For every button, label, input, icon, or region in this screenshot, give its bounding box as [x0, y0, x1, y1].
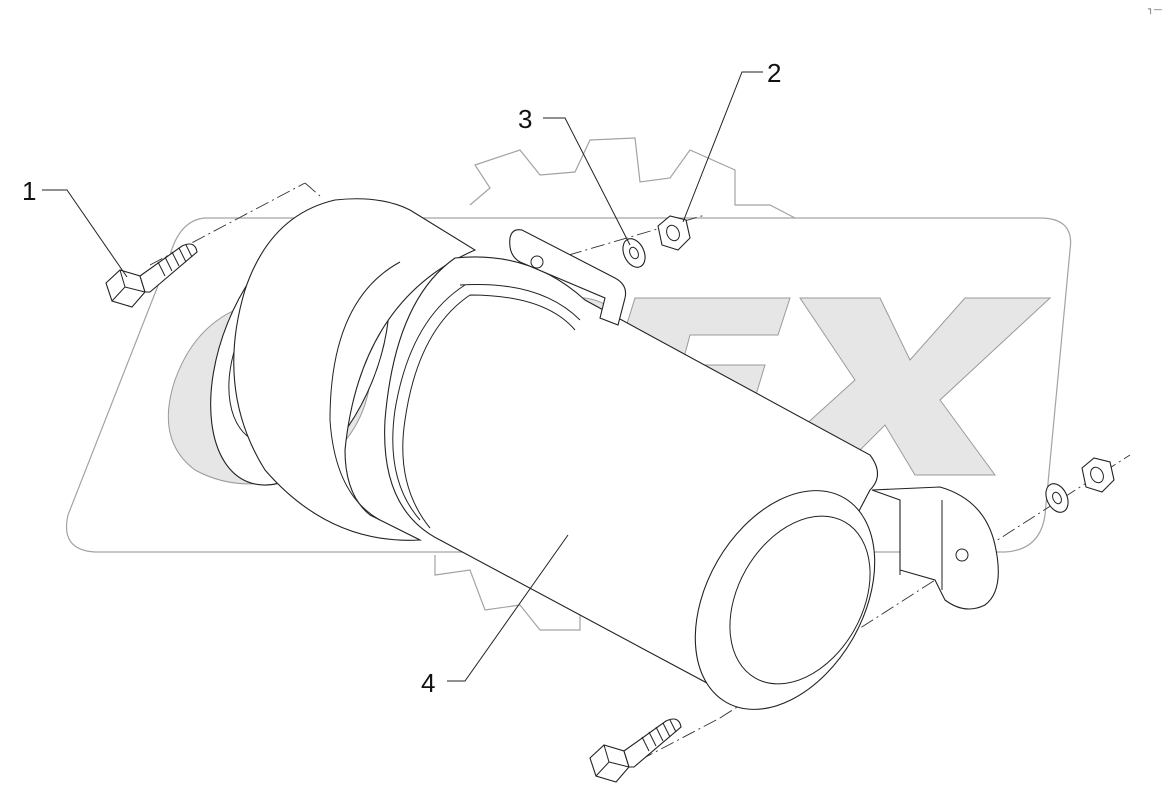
- housing-right-cap-inner: [729, 515, 871, 685]
- part-2-nut-lower: [1081, 457, 1115, 493]
- housing-upper-bracket: [509, 229, 627, 326]
- part-2-nut-upper: [657, 215, 691, 251]
- washer-lower-outer: [1045, 483, 1069, 513]
- washer-lower-hole: [1052, 491, 1062, 505]
- bolt-upper-shank: [139, 243, 198, 293]
- bolt-lower-head-facets: [595, 744, 630, 777]
- lower-bracket-fold: [899, 500, 943, 590]
- callout-label-1: 1: [22, 176, 36, 206]
- washer-upper-outer: [622, 238, 646, 268]
- nut-upper-body: [657, 215, 691, 251]
- corner-mark: ┐—: [1147, 5, 1162, 15]
- callout-label-4: 4: [421, 668, 435, 698]
- part-1-bolt-lower: [589, 718, 682, 783]
- nut-upper-hole: [666, 224, 680, 242]
- housing-band-left-edge: [329, 261, 401, 521]
- callout-labels: 1 2 3 4: [22, 58, 781, 698]
- bolt-lower-head: [589, 744, 630, 783]
- callout-leaders: [42, 71, 763, 682]
- leader-4: [447, 534, 569, 682]
- callout-label-2: 2: [767, 58, 781, 88]
- part-1-bolt-upper: [105, 243, 198, 308]
- housing-band-ring: [392, 283, 581, 521]
- lower-bracket-hole: [955, 548, 969, 562]
- housing-lower-bracket: [871, 486, 999, 610]
- nut-lower-body: [1081, 457, 1115, 493]
- watermark-gear-top: [469, 137, 796, 219]
- housing-right-cap: [694, 490, 876, 710]
- bolt-lower-threads: [641, 719, 677, 752]
- leader-3: [543, 117, 631, 246]
- callout-label-3: 3: [518, 104, 532, 134]
- upper-bracket-hole: [530, 255, 544, 269]
- bolt-upper-threads: [157, 244, 193, 277]
- leader-1: [42, 189, 128, 278]
- nut-lower-hole: [1090, 466, 1104, 484]
- watermark-band: [66, 217, 1072, 553]
- leader-2: [682, 71, 763, 223]
- housing-band-ring-inner: [402, 294, 576, 529]
- washer-upper-hole: [629, 246, 639, 260]
- bolt-upper-head-facets: [111, 269, 146, 302]
- part-3-washer-lower: [1045, 483, 1069, 513]
- part-3-washer-upper: [622, 238, 646, 268]
- part-4-housing: [210, 198, 999, 710]
